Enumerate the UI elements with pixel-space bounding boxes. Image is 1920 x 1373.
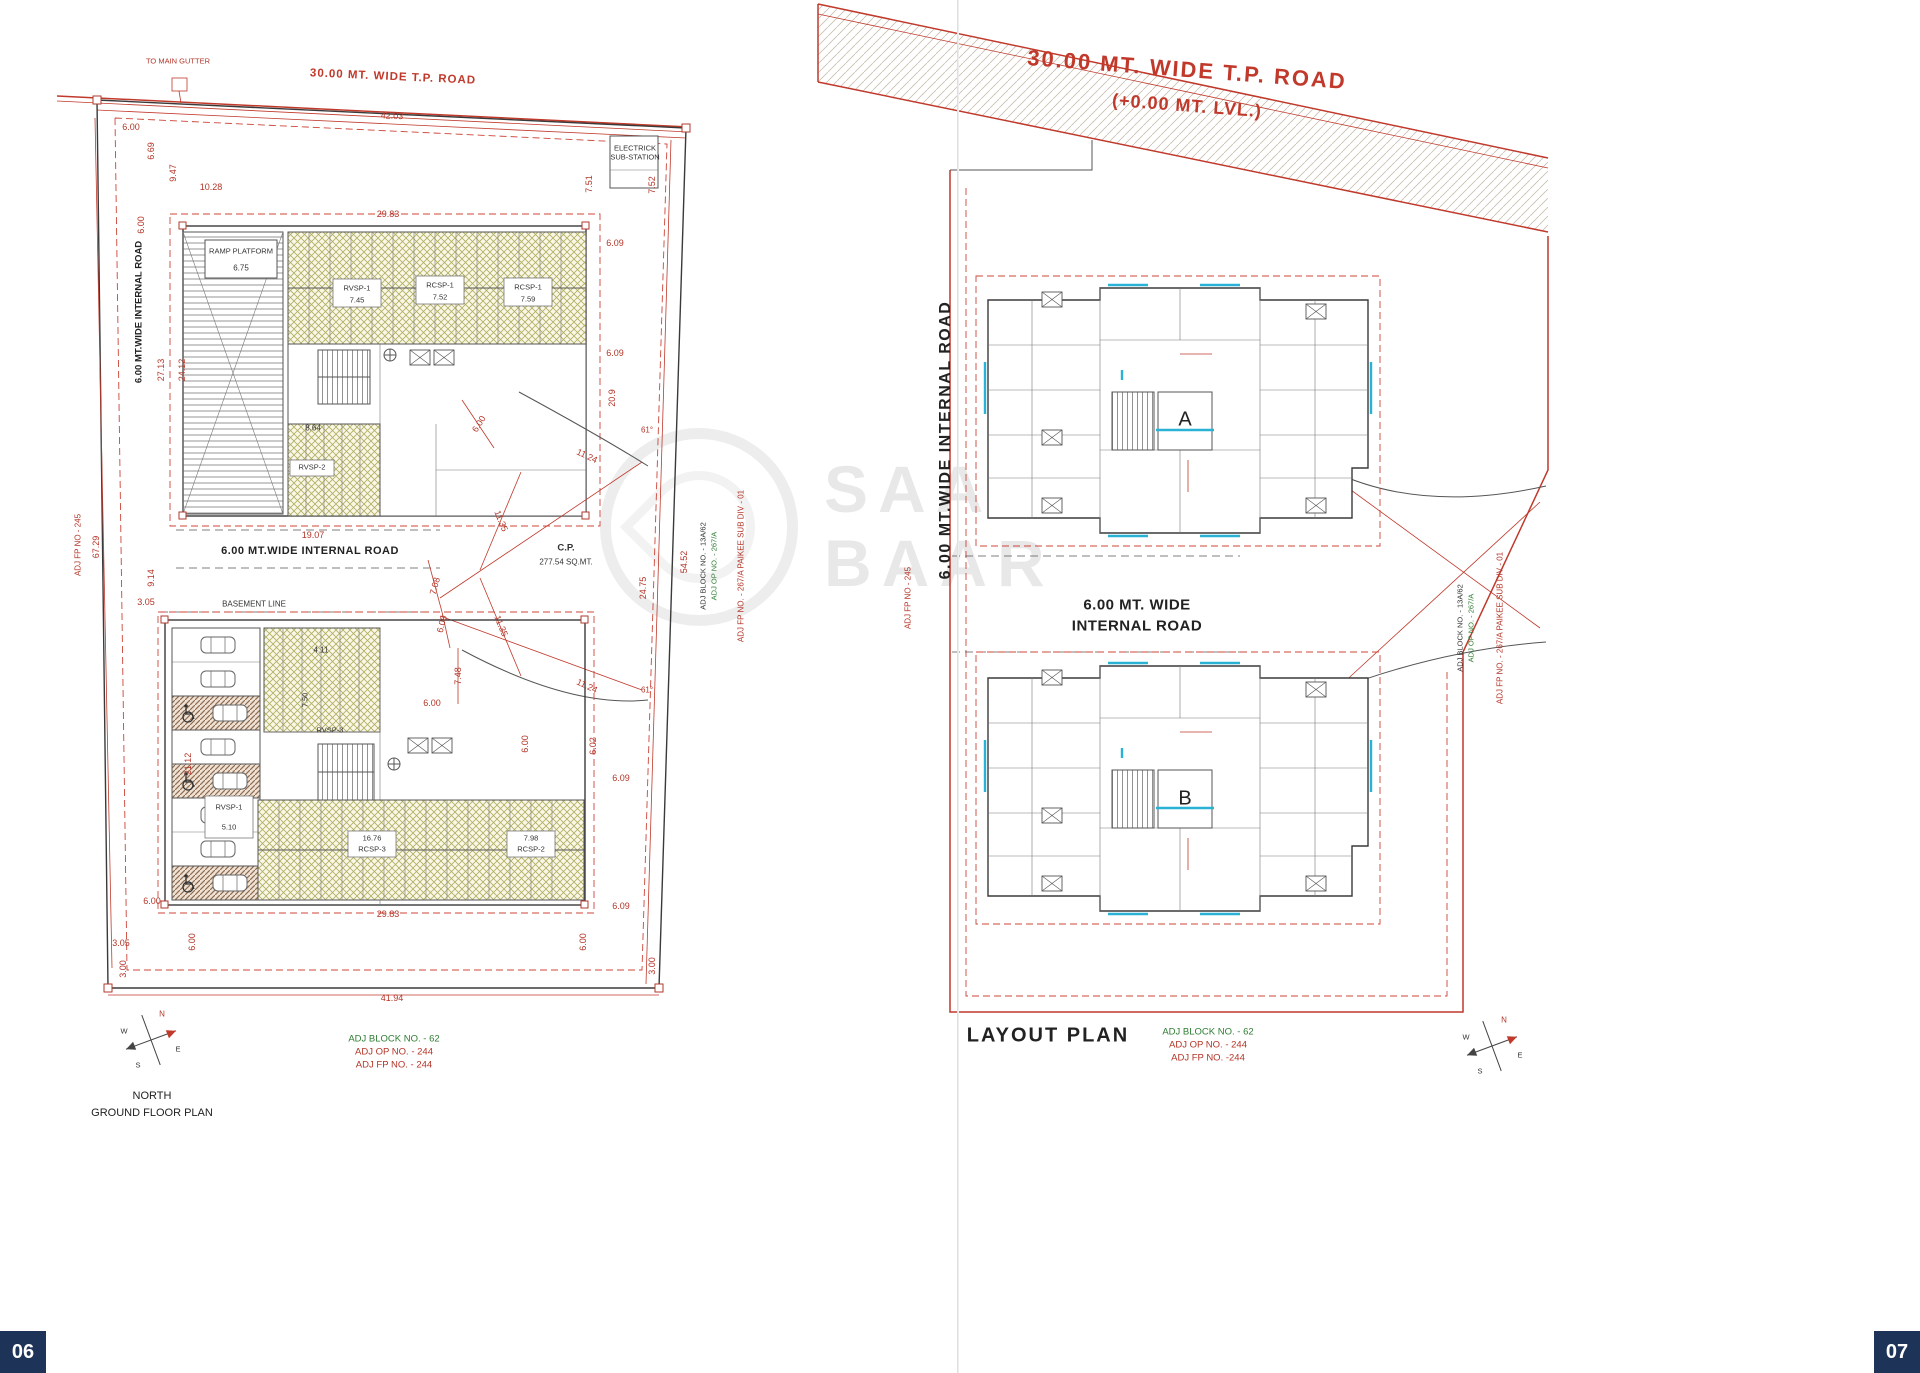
internal-road-label-right-line1: 6.00 MT. WIDE xyxy=(1083,596,1191,614)
lift-icon xyxy=(407,737,429,754)
lift-icon xyxy=(409,349,431,366)
ground-floor-plan-drawing xyxy=(56,77,691,1068)
cp-open-plot xyxy=(427,391,649,704)
level-marker-icon xyxy=(387,757,401,771)
basement-parking-block xyxy=(157,611,595,914)
internal-road-edges xyxy=(176,529,440,569)
layout-plan-title: LAYOUT PLAN xyxy=(966,1024,1130,1047)
car-icon xyxy=(212,874,248,892)
ground-floor-plan-title: GROUND FLOOR PLAN xyxy=(91,1107,213,1119)
stair-icon xyxy=(1111,391,1155,451)
lift-icon xyxy=(1305,497,1327,514)
gutter-symbol xyxy=(171,77,188,92)
layout-plan-drawing xyxy=(817,3,1549,1074)
internal-road-label-left: 6.00 MT.WIDE INTERNAL ROAD xyxy=(221,545,399,557)
page-divider xyxy=(957,0,959,1373)
car-icon xyxy=(200,738,236,756)
building-b-label: B xyxy=(1178,787,1192,810)
car-icon xyxy=(200,636,236,654)
lift-icon xyxy=(1041,497,1063,514)
site-boundary xyxy=(949,170,1464,1013)
lift-icon xyxy=(433,349,455,366)
page-number-left: 06 xyxy=(0,1331,46,1373)
lift-icon xyxy=(1041,429,1063,446)
car-icon xyxy=(200,840,236,858)
upper-parking-block xyxy=(169,213,601,527)
level-marker-icon xyxy=(383,348,397,362)
car-icon xyxy=(200,670,236,688)
building-a xyxy=(983,283,1373,538)
north-label: NORTH xyxy=(132,1090,172,1102)
lift-icon xyxy=(431,737,453,754)
car-icon xyxy=(212,772,248,790)
internal-road-label-vertical-left: 6.00 MT.WIDE INTERNAL ROAD xyxy=(133,240,145,384)
compass-icon xyxy=(123,1012,179,1068)
lift-icon xyxy=(1041,291,1063,308)
internal-road-label-right-line2: INTERNAL ROAD xyxy=(1071,617,1203,635)
car-icon xyxy=(212,704,248,722)
lift-icon xyxy=(1305,303,1327,320)
tp-road-band xyxy=(818,4,1548,232)
watermark-logo-icon xyxy=(600,428,798,626)
internal-road-label-vertical-right: 6.00 MT.WIDE INTERNAL ROAD xyxy=(937,300,954,580)
page-number-right: 07 xyxy=(1874,1331,1920,1373)
electric-substation xyxy=(609,135,659,189)
boundary-markers xyxy=(92,95,691,993)
compass-icon xyxy=(1464,1018,1520,1074)
watermark-line2: BAAR xyxy=(824,526,1055,600)
building-a-label: A xyxy=(1178,408,1192,431)
